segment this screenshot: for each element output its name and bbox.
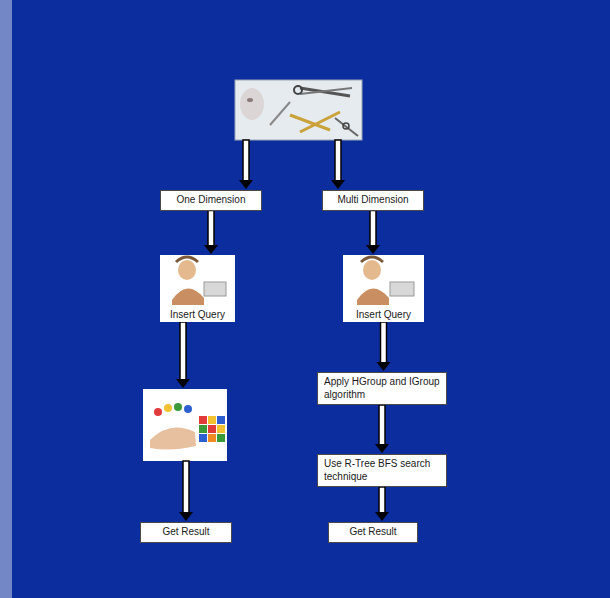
query-picture-box: Insert Query xyxy=(160,255,235,322)
user-picture xyxy=(160,255,235,322)
box-label: Get Result xyxy=(335,526,411,539)
process-box: Apply HGroup and IGroup algorithm xyxy=(317,372,447,405)
double-arrow xyxy=(204,211,218,255)
process-box: One Dimension xyxy=(160,190,262,211)
double-arrow xyxy=(176,322,190,388)
double-arrow xyxy=(375,405,389,453)
process-box: Get Result xyxy=(328,522,418,543)
query-picture-box: Insert Query xyxy=(343,255,424,322)
user-picture xyxy=(343,255,424,322)
box-label: Get Result xyxy=(147,526,225,539)
box-label: Insert Query xyxy=(343,307,424,322)
process-box: Use R-Tree BFS search technique xyxy=(317,454,447,487)
box-label: Apply HGroup and IGroup algorithm xyxy=(324,376,440,401)
box-label: Use R-Tree BFS search technique xyxy=(324,458,440,483)
tools-picture xyxy=(235,80,362,140)
box-label: Insert Query xyxy=(160,307,235,322)
process-box: Get Result xyxy=(140,522,232,543)
double-arrow xyxy=(239,140,253,189)
box-label: One Dimension xyxy=(167,194,255,207)
double-arrow xyxy=(377,322,391,371)
double-arrow xyxy=(331,140,345,189)
edge-stripe xyxy=(0,0,12,598)
double-arrow xyxy=(375,487,389,521)
box-label: Multi Dimension xyxy=(329,194,417,207)
cube-picture xyxy=(143,389,227,461)
double-arrow xyxy=(179,461,193,521)
double-arrow xyxy=(366,211,380,255)
process-box: Multi Dimension xyxy=(322,190,424,211)
